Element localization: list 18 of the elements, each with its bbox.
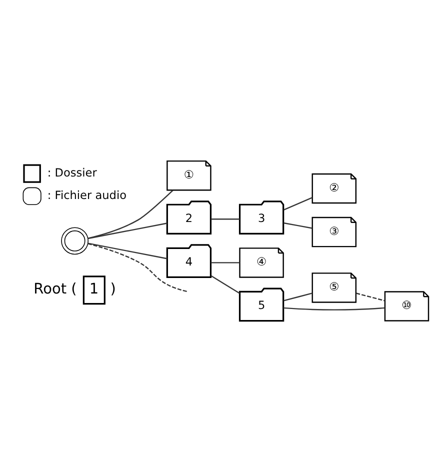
connector [211,218,240,220]
connector [356,292,386,301]
node-label: ) [110,281,116,298]
connector [283,306,385,310]
connector [283,292,312,301]
connector [210,274,240,294]
connector [88,189,174,238]
node-label: Root ( [34,281,77,298]
legend-label: : Fichier audio [47,188,126,202]
connector [283,196,313,210]
legend-label: : Dossier [47,166,97,180]
connector [88,222,168,239]
connector [211,262,240,263]
node-box: 1 [82,275,106,304]
connector [284,222,312,228]
node-circle [61,226,89,254]
connector [88,242,188,292]
connector [88,242,168,259]
